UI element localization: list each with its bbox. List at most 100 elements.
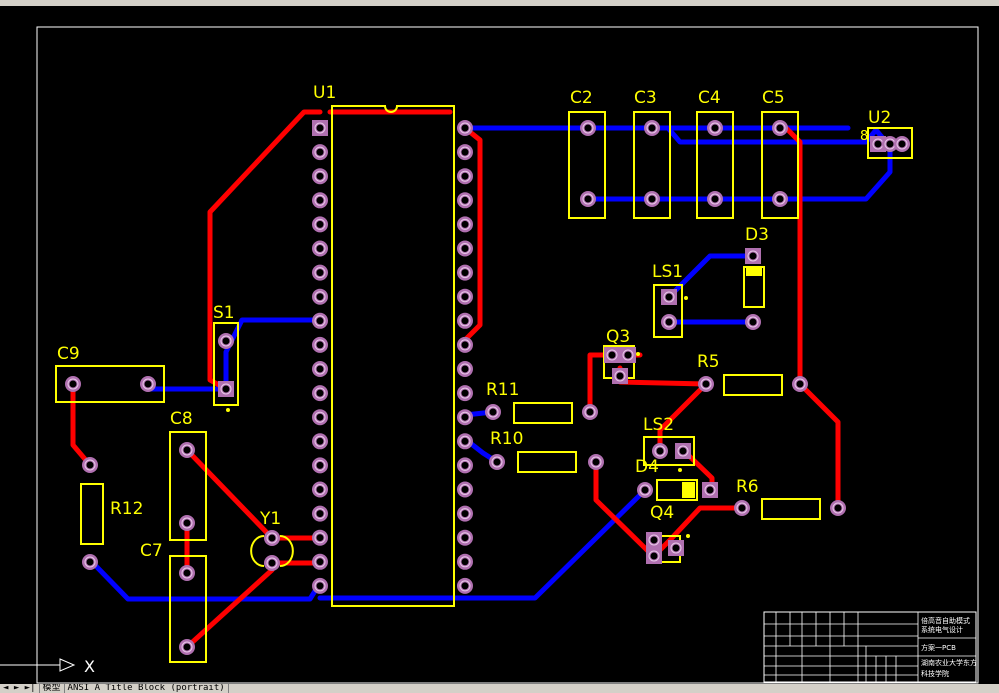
y1-left-arc <box>250 535 265 567</box>
label-s1: S1 <box>213 303 235 323</box>
r5-outline <box>723 374 783 396</box>
c8-outline <box>169 431 207 541</box>
label-r10: R10 <box>490 429 523 449</box>
u1-pin-left-19 <box>312 553 328 570</box>
u1-pin-right-15 <box>457 457 473 474</box>
trace-r14 <box>797 381 841 513</box>
d4-pad-1 <box>637 482 653 498</box>
u1-pin-left-1 <box>312 120 328 136</box>
c8-pad-1 <box>179 442 195 458</box>
y1-right-arc <box>279 535 294 567</box>
label-d4: D4 <box>635 457 659 477</box>
u1-pin-right-3 <box>457 168 473 185</box>
ls2-pad-2 <box>675 443 691 459</box>
label-u2-pin: 8 <box>860 129 868 144</box>
ls1-outline <box>653 284 683 338</box>
label-c7: C7 <box>140 541 163 561</box>
c8-pad-2 <box>179 515 195 531</box>
trace-b3 <box>585 145 893 202</box>
c4-pad-2 <box>707 191 723 207</box>
u1-pin-left-6 <box>312 240 328 257</box>
u1-pin-left-3 <box>312 168 328 185</box>
u1-pin-right-18 <box>457 529 473 546</box>
trace-r7 <box>184 567 275 650</box>
trace-r3 <box>462 125 483 343</box>
u1-pin-right-13 <box>457 409 473 426</box>
q3-pad-3 <box>612 368 628 384</box>
label-ls2: LS2 <box>643 415 674 435</box>
u1-pin-right-19 <box>457 553 473 570</box>
trace-b10 <box>666 253 756 300</box>
q3-dot <box>636 352 640 356</box>
c5-pad-1 <box>772 120 788 136</box>
c2-pad-1 <box>580 120 596 136</box>
label-r11: R11 <box>486 380 519 400</box>
c2-outline <box>568 111 606 219</box>
r11-pad-2 <box>582 404 598 420</box>
q4-pad-2 <box>646 548 662 564</box>
u1-pin-right-12 <box>457 385 473 402</box>
c9-pad-2 <box>140 376 156 392</box>
label-c5: C5 <box>762 88 785 108</box>
ucs-icon <box>0 658 76 672</box>
c3-pad-1 <box>644 120 660 136</box>
d3-pad-1 <box>745 248 761 264</box>
u1-pin-right-17 <box>457 505 473 522</box>
s1-pad-2 <box>218 381 234 397</box>
u1-pin-left-8 <box>312 288 328 305</box>
c3-pad-2 <box>644 191 660 207</box>
u1-pin-right-16 <box>457 481 473 498</box>
component-pads <box>65 120 910 655</box>
label-q3: Q3 <box>606 327 630 347</box>
u1-pin-left-10 <box>312 336 328 353</box>
label-c8: C8 <box>170 409 193 429</box>
tab-layout[interactable]: ANSI A Title Block (portrait) <box>65 684 229 693</box>
title-block-frame <box>763 611 977 683</box>
r5-pad-1 <box>698 376 714 392</box>
c7-outline <box>169 555 207 663</box>
c4-outline <box>696 111 734 219</box>
c7-pad-1 <box>179 565 195 581</box>
c4-pad-1 <box>707 120 723 136</box>
trace-r17 <box>657 505 745 553</box>
ls1-pad-1 <box>661 289 677 305</box>
u1-pin-right-5 <box>457 216 473 233</box>
label-q4: Q4 <box>650 503 674 523</box>
c9-outline <box>55 365 165 403</box>
u1-pads <box>312 120 473 594</box>
u1-pin-right-1 <box>457 120 473 136</box>
ls1-dot <box>684 296 688 300</box>
u1-pin-left-2 <box>312 144 328 161</box>
label-y1: Y1 <box>259 509 281 529</box>
tab-model[interactable]: 模型 <box>40 684 65 693</box>
label-u2: U2 <box>868 108 891 128</box>
u2-pad-2 <box>882 136 898 152</box>
c9-pad-1 <box>65 376 81 392</box>
label-c4: C4 <box>698 88 721 108</box>
ls1-pad-2 <box>661 314 677 330</box>
u1-pin-right-8 <box>457 288 473 305</box>
title-line-1: 倍高音自助模式 <box>921 616 970 625</box>
u1-pin-left-16 <box>312 481 328 498</box>
label-r12: R12 <box>110 499 143 519</box>
trace-r11 <box>617 365 709 387</box>
r12-pad-2 <box>82 554 98 570</box>
u1-pin-right-11 <box>457 361 473 377</box>
label-c3: C3 <box>634 88 657 108</box>
u1-pin-right-9 <box>457 312 473 329</box>
u1-pin-left-9 <box>312 312 328 329</box>
d4-band <box>682 482 695 498</box>
d4-outline <box>656 479 698 501</box>
ls2-dot <box>678 468 682 472</box>
u1-pin-left-15 <box>312 457 328 474</box>
r5-pad-2 <box>792 376 808 392</box>
u1-pin-right-4 <box>457 192 473 209</box>
u2-outline <box>867 127 913 159</box>
u1-pin-left-12 <box>312 385 328 402</box>
y1-pad-2 <box>264 555 280 571</box>
u1-pin-left-20 <box>312 577 328 594</box>
tab-nav-arrows[interactable]: ◄ ► ►| <box>0 684 40 693</box>
u1-pin-left-11 <box>312 361 328 377</box>
